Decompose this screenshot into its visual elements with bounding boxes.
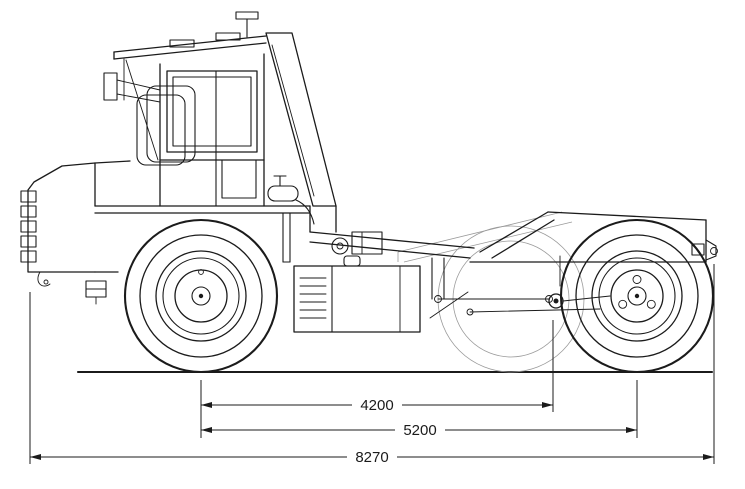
- grille-louvers: [20, 190, 37, 263]
- hood: [27, 160, 131, 273]
- dimension-4200-label: 4200: [360, 397, 393, 414]
- dimension-8270-label: 8270: [355, 449, 388, 466]
- cab: [159, 53, 265, 207]
- fuel-tank: [293, 265, 421, 333]
- muffler: [267, 175, 315, 225]
- taillight: [691, 243, 705, 256]
- extension-lines: [29, 264, 715, 464]
- front-tow-hook: [37, 271, 51, 287]
- roof-hatch: [169, 39, 195, 48]
- handrails: [136, 85, 196, 166]
- chassis-frame: [309, 205, 475, 259]
- rear-wheel: [559, 218, 715, 374]
- cab-door-panel: [221, 159, 257, 199]
- battery-box-slats: [299, 277, 327, 319]
- valve-stem: [198, 269, 204, 275]
- exhaust-cap: [235, 11, 259, 38]
- cab-window: [166, 70, 258, 153]
- phantom-trailer-lines: [397, 211, 573, 263]
- mirror: [103, 72, 161, 103]
- rear-suspension: [429, 255, 611, 319]
- dimension-5200: 5200: [201, 422, 637, 439]
- frame-machinery-box: [351, 231, 383, 255]
- dimension-8270: 8270: [30, 449, 714, 466]
- fuel-tank-unit: [293, 255, 421, 333]
- canopy-rear-beam: [265, 32, 337, 233]
- front-wheel: [123, 218, 279, 374]
- tank-filler-cap: [343, 255, 361, 267]
- dimension-5200-label: 5200: [403, 422, 436, 439]
- dimension-4200: 4200: [201, 397, 553, 414]
- deck-platform: [94, 205, 311, 263]
- fifth-wheel-pivot: [331, 237, 349, 255]
- roof-canopy: [113, 32, 267, 161]
- rear-coupling: [705, 239, 718, 261]
- front-step-box: [85, 280, 107, 305]
- roof-beacon: [215, 32, 241, 41]
